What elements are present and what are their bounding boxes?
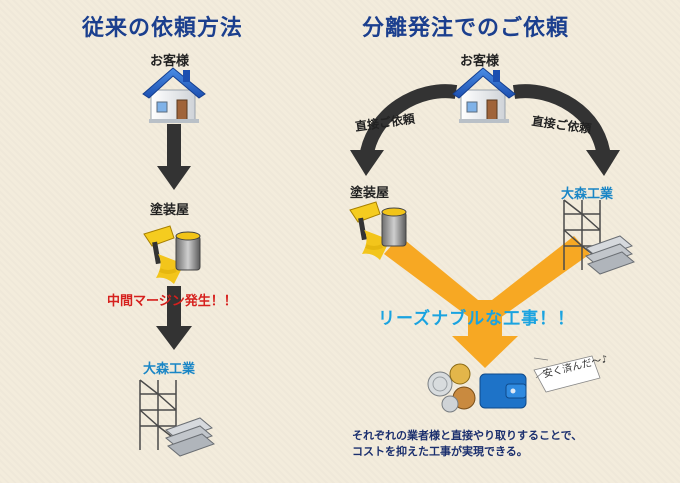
paint-can-icon bbox=[143, 225, 201, 284]
house-icon bbox=[452, 67, 516, 123]
left-title: 従来の依頼方法 bbox=[82, 16, 244, 41]
summary-note: それぞれの業者様と直接やり取りすることで、 コストを抑えた工事が実現できる。 bbox=[352, 428, 652, 460]
right-painter-label: 塗装屋 bbox=[350, 186, 390, 201]
right-customer-label: お客様 bbox=[460, 54, 500, 69]
curved-arrow-right-icon bbox=[512, 84, 620, 176]
house-icon bbox=[142, 67, 206, 123]
left-painter-label: 塗装屋 bbox=[150, 203, 190, 218]
summary-note-line-1: それぞれの業者様と直接やり取りすることで、 bbox=[352, 429, 583, 442]
left-contractor-label: 大森工業 bbox=[143, 362, 196, 377]
right-title: 分離発注でのご依頼 bbox=[362, 16, 570, 41]
left-customer-label: お客様 bbox=[150, 54, 190, 69]
coins-icon bbox=[427, 363, 476, 413]
summary-note-line-2: コストを抑えた工事が実現できる。 bbox=[352, 445, 528, 458]
wallet-icon bbox=[479, 373, 527, 409]
speech-bubble bbox=[533, 355, 601, 393]
scaffold-icon bbox=[139, 379, 215, 457]
scaffold-icon bbox=[563, 199, 635, 275]
down-arrow-icon bbox=[157, 124, 191, 190]
paint-can-icon bbox=[349, 201, 407, 260]
margin-note: 中間マージン発生！！ bbox=[107, 294, 237, 309]
reasonable-flow-arrow bbox=[384, 236, 590, 368]
curved-arrow-left-icon bbox=[350, 84, 458, 176]
down-arrow-icon bbox=[156, 286, 192, 350]
right-contractor-label: 大森工業 bbox=[561, 187, 614, 202]
reasonable-label: リーズナブルな工事！！ bbox=[378, 309, 576, 329]
